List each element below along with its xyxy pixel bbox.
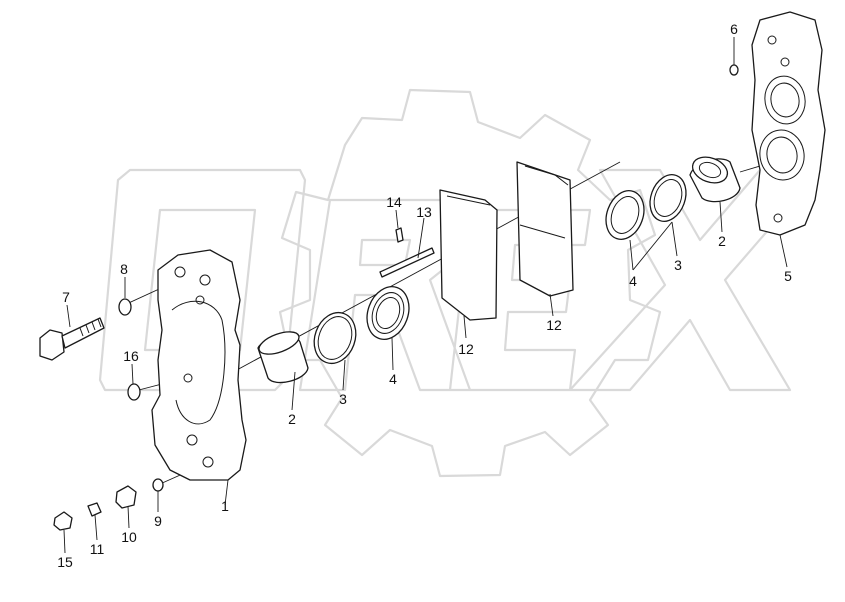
callout-10: 10: [121, 529, 137, 545]
bleeder-fitting: [115, 485, 137, 509]
callout-3-left: 3: [339, 391, 347, 407]
washer-upper: [118, 298, 132, 316]
callout-11: 11: [90, 541, 105, 557]
callout-15: 15: [57, 554, 73, 570]
callout-5: 5: [784, 268, 792, 284]
brake-pad-right: [516, 161, 574, 297]
leader-lines: [63, 37, 788, 554]
callout-12-right: 12: [546, 317, 562, 333]
washer-lower: [127, 383, 141, 401]
washer-top-right: [729, 64, 739, 76]
spring-clip: [395, 227, 404, 243]
dust-cap: [53, 511, 73, 531]
callout-8: 8: [120, 261, 128, 277]
seal-ring: [152, 478, 164, 492]
piston-right: [689, 156, 741, 203]
watermark-gear: [278, 88, 662, 478]
brake-pad-left: [439, 189, 498, 321]
piston-left: [257, 331, 309, 384]
callout-1: 1: [221, 498, 229, 514]
retaining-pin: [379, 247, 435, 278]
callout-12-left: 12: [458, 341, 474, 357]
callout-13: 13: [416, 204, 432, 220]
callout-3-right: 3: [674, 257, 682, 273]
callout-16: 16: [123, 348, 139, 364]
callout-6: 6: [730, 21, 738, 37]
callout-2-right: 2: [718, 233, 726, 249]
callout-labels: 7 8 16 2 3 4 14 13 12 12 4 3 2 5 6 1 9 1…: [57, 21, 792, 570]
caliper-housing-left: [151, 249, 247, 481]
dust-boot-left: [366, 286, 410, 340]
seal-left: [313, 311, 357, 365]
seal-right: [649, 174, 687, 222]
callout-7: 7: [62, 289, 70, 305]
callout-4-right: 4: [629, 273, 637, 289]
bolt: [39, 317, 105, 361]
callout-14: 14: [386, 194, 402, 210]
callout-9: 9: [154, 513, 162, 529]
bleeder-screw: [87, 502, 102, 517]
caliper-housing-right: [751, 11, 826, 236]
callout-2-left: 2: [288, 411, 296, 427]
dust-boot-right: [605, 190, 645, 240]
callout-4-left: 4: [389, 371, 397, 387]
